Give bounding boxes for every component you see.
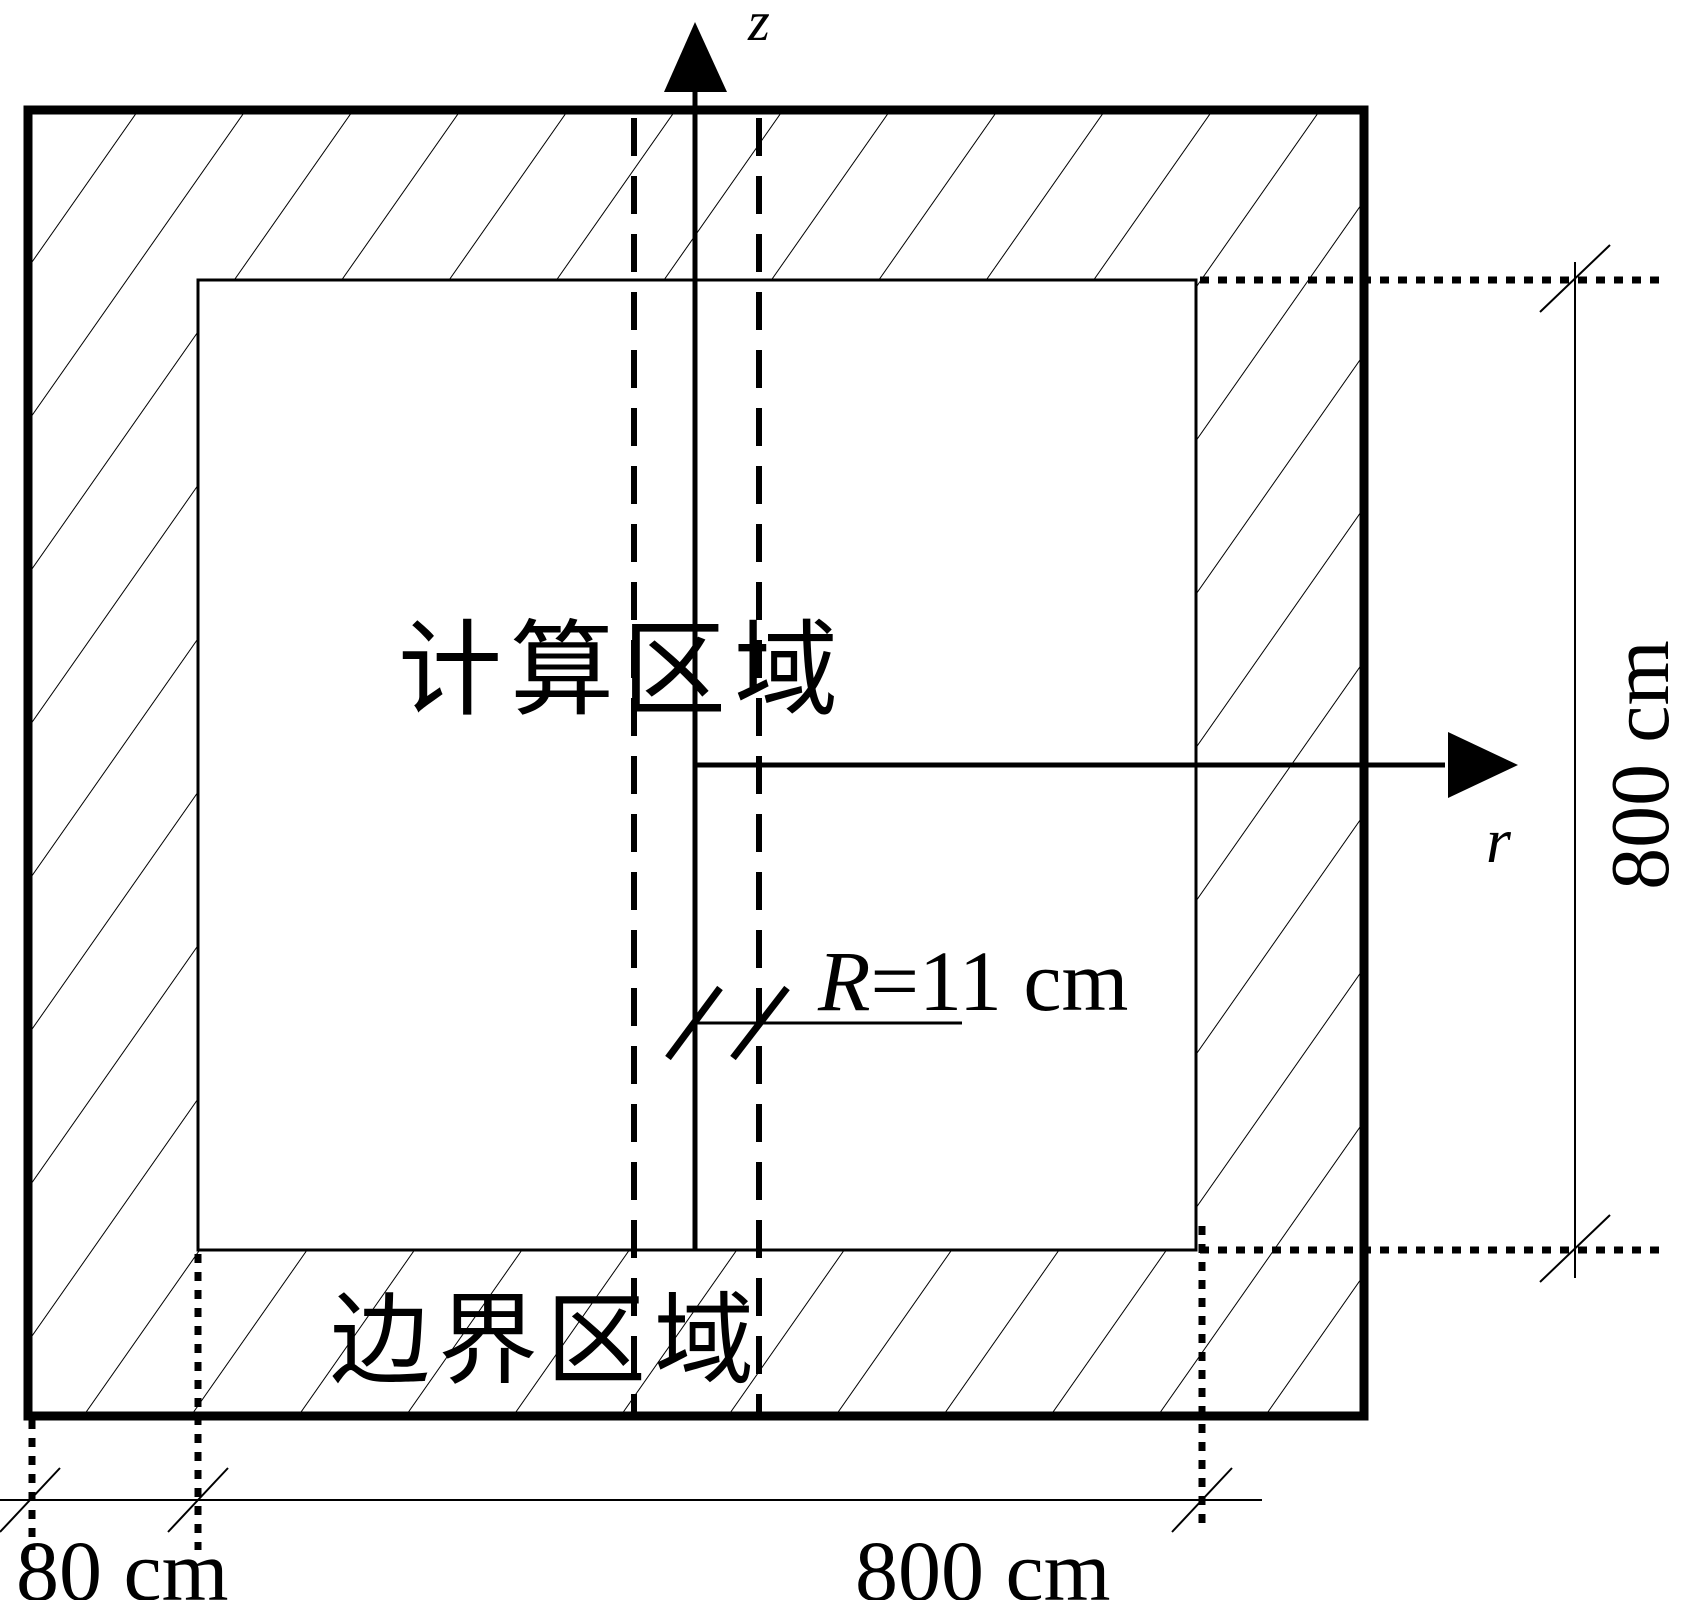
horizontal-tick-right bbox=[1171, 1467, 1233, 1533]
boundary-thickness-label: 80 cm bbox=[16, 1523, 229, 1600]
horizontal-dimension-label: 800 cm bbox=[855, 1523, 1111, 1600]
z-axis-label: z bbox=[747, 0, 770, 53]
r-axis-arrowhead bbox=[1448, 732, 1518, 798]
vertical-dimension-label: 800 cm bbox=[1594, 640, 1687, 890]
radius-label: R=11 cm bbox=[817, 933, 1128, 1029]
radius-tick-right bbox=[730, 985, 790, 1061]
radius-tick-left bbox=[665, 985, 723, 1061]
z-axis-arrowhead bbox=[664, 22, 727, 92]
boundary-region-hatch bbox=[28, 110, 1364, 1416]
computation-region-label: 计算区域 bbox=[398, 609, 846, 731]
vertical-dimension-tick-top bbox=[1539, 244, 1611, 313]
horizontal-tick-outer bbox=[0, 1467, 61, 1533]
radius-value: =11 cm bbox=[871, 933, 1129, 1029]
horizontal-tick-inner bbox=[167, 1467, 229, 1533]
r-axis-label: r bbox=[1486, 805, 1512, 876]
radius-symbol: R bbox=[817, 933, 871, 1029]
boundary-region-label: 边界区域 bbox=[330, 1282, 762, 1399]
vertical-dimension-tick-bottom bbox=[1539, 1214, 1611, 1283]
